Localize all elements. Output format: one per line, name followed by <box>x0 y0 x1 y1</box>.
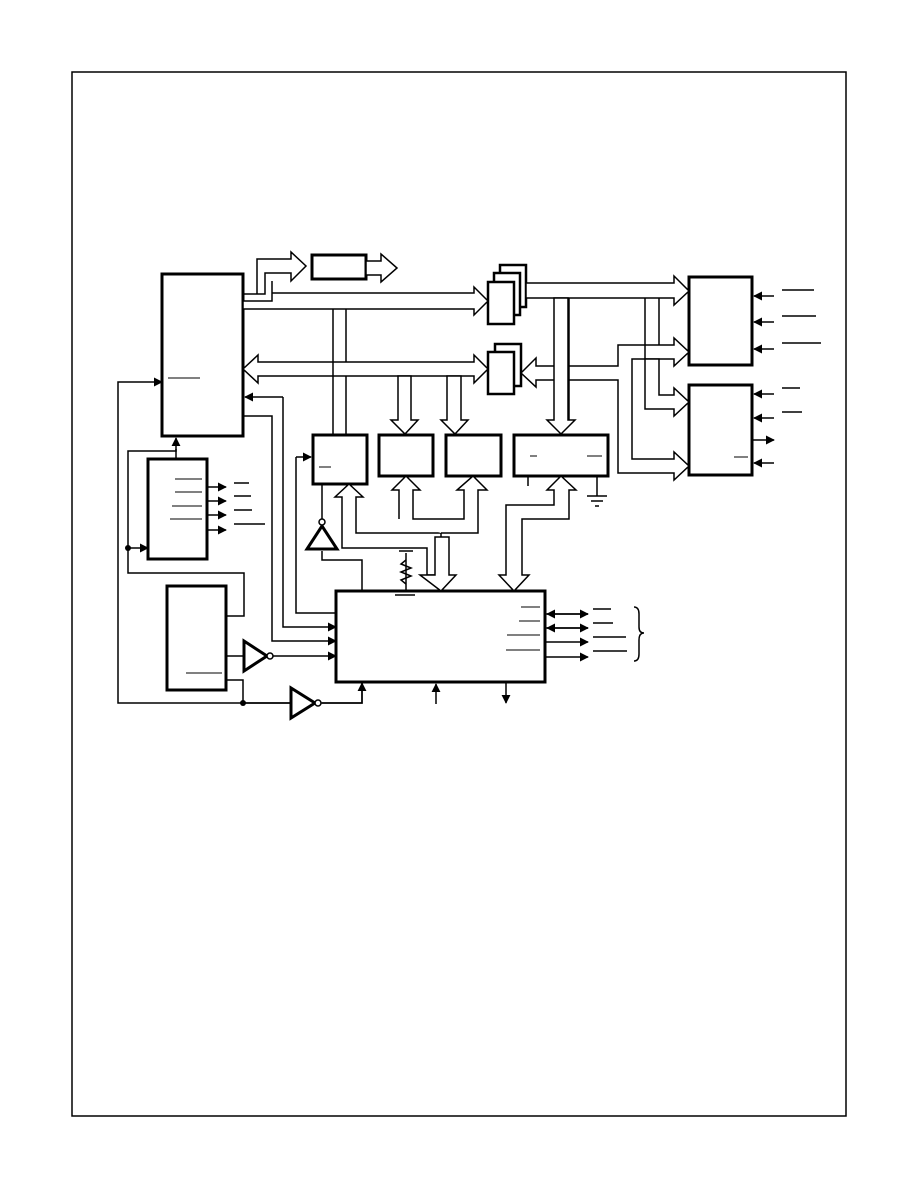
resistor-icon <box>398 559 414 585</box>
cpu-block <box>160 272 245 438</box>
inverter-icon <box>242 638 274 674</box>
bus-arrow-icon <box>525 274 691 307</box>
bus-arrow-icon <box>417 536 458 593</box>
bus-arrow-icon <box>389 375 420 436</box>
bus-arrow-icon <box>497 474 578 593</box>
bus-output-buffer-block <box>310 253 368 281</box>
latch-block-a <box>377 433 435 478</box>
bus-arrow-icon <box>545 297 577 436</box>
memory-block-upper <box>687 275 754 367</box>
controller-block <box>334 589 547 684</box>
page-frame <box>71 71 847 1117</box>
memory-block-lower <box>687 383 754 477</box>
ground-icon <box>587 495 607 507</box>
bus-arrow-icon <box>390 474 489 534</box>
inverter-icon <box>289 685 322 721</box>
bus-arrow-icon <box>333 482 442 576</box>
bus-arrow-icon <box>365 252 399 284</box>
inverter-icon <box>304 518 340 551</box>
latch-block-left <box>311 433 369 486</box>
clock-generator-block <box>165 584 228 692</box>
decoder-block <box>146 457 209 561</box>
bus-arrow-icon <box>644 358 691 418</box>
bus-arrow-icon <box>241 353 490 385</box>
bus-arrow-icon <box>439 375 470 436</box>
brace-icon <box>633 606 645 662</box>
bus-arrow-icon <box>242 281 490 317</box>
address-latch-stack <box>486 263 528 326</box>
data-transceiver-stack <box>486 342 523 396</box>
bus-arrow-icon <box>243 250 308 295</box>
latch-block-b <box>444 433 503 478</box>
